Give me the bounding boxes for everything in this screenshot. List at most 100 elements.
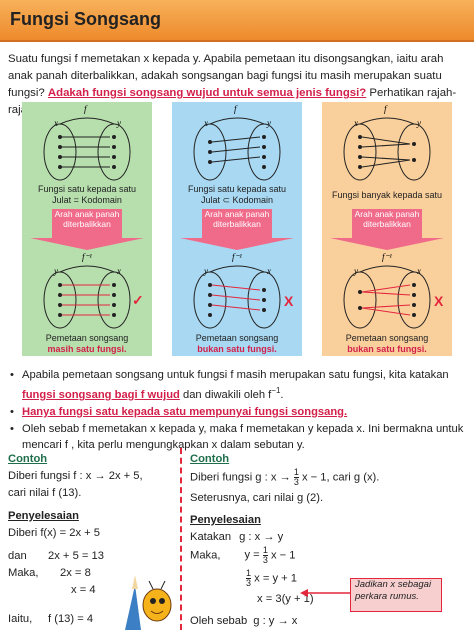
intro-text-1: Suatu fungsi f memetakan x kepada y. Apa… — [8, 53, 444, 99]
left-step-2: 2x + 5 = 13 — [48, 550, 104, 562]
svg-text:x: x — [266, 266, 271, 276]
right-question-2: Seterusnya, cari nilai g (2). — [190, 492, 324, 504]
cross-icon: X — [284, 293, 294, 309]
right-q1-end: x − 1, cari g (x). — [301, 471, 380, 484]
right-step-2-rest: x − 1 — [270, 549, 296, 562]
panel-2-label-1: Fungsi satu kepada satu — [187, 184, 287, 194]
right-step-1-label: Katakan — [190, 531, 232, 543]
intro-highlight: Adakah fungsi songsang wujud untuk semua… — [47, 87, 367, 99]
bullet-2-text: Hanya fungsi satu kepada satu mempunyai … — [22, 406, 348, 418]
svg-text:y: y — [53, 266, 58, 276]
note-pointer-arrow-icon — [300, 589, 350, 597]
panel-3-bottom-2: bukan satu fungsi. — [347, 344, 427, 354]
column-divider — [180, 448, 182, 630]
left-example-heading: Contoh — [8, 453, 48, 465]
bullet-list: Apabila pemetaan songsang untuk fungsi f… — [8, 367, 468, 454]
panel-2-bottom-2: bukan satu fungsi. — [197, 344, 277, 354]
svg-text:y: y — [353, 266, 358, 276]
panel-1-bottom-1: Pemetaan songsang — [45, 333, 129, 343]
bullet-2: Hanya fungsi satu kepada satu mempunyai … — [8, 404, 468, 420]
panel-1-label-2: Julat = Kodomain — [52, 195, 122, 205]
bee-mascot-illustration — [125, 575, 172, 630]
left-question-1: Diberi fungsi f : x → 2x + 5, — [8, 470, 143, 482]
panel-3-label-1: Fungsi banyak kepada satu — [331, 190, 443, 200]
panel-1-arrow-tip — [30, 238, 144, 250]
mapping-diagram-1: x f y y f⁻¹ x — [43, 104, 131, 329]
frac-den: 3 — [293, 477, 299, 487]
note-box: Jadikan x sebagai perkara rumus. — [350, 578, 442, 612]
svg-text:x: x — [353, 118, 358, 128]
left-step-1: Diberi f(x) = 2x + 5 — [8, 527, 101, 539]
left-step-5-label: Iaitu, — [8, 613, 33, 625]
frac-num-2: 1 — [262, 545, 268, 555]
svg-text:f⁻¹: f⁻¹ — [382, 252, 392, 262]
bullet-3: Oleh sebab f memetakan x kepada y, maka … — [8, 421, 468, 453]
right-q1-text: Diberi fungsi g : x → — [190, 471, 291, 484]
panel-1-arrow-text: Arah anak panah diterbalikkan — [52, 209, 122, 238]
left-step-2-label: dan — [8, 550, 27, 562]
svg-text:y: y — [416, 118, 421, 128]
frac-den-3: 3 — [246, 578, 252, 588]
svg-text:f: f — [234, 104, 238, 114]
left-step-3-label: Maka, — [8, 567, 39, 579]
svg-text:x: x — [203, 118, 208, 128]
left-step-3: 2x = 8 — [60, 567, 91, 579]
svg-text:x: x — [116, 266, 121, 276]
right-step-2-label: Maka, — [190, 549, 221, 562]
right-step-4: x = 3(y + 1) — [257, 593, 314, 605]
checkmark-icon: ✓ — [132, 292, 144, 308]
cross-icon: X — [434, 293, 444, 309]
panel-1-label-1: Fungsi satu kepada satu — [37, 184, 137, 194]
diagram-panel-many-to-one: x f y y f⁻¹ x Fungsi banyak kepada satu … — [322, 102, 452, 356]
right-step-3: x = y + 1 — [254, 572, 298, 585]
header-bar: Fungsi Songsang — [0, 0, 474, 42]
panel-3-bottom-1: Pemetaan songsang — [345, 333, 429, 343]
svg-text:y: y — [203, 266, 208, 276]
bullet-3-text: Oleh sebab f memetakan x kepada y, maka … — [22, 423, 464, 451]
svg-text:f: f — [384, 104, 388, 114]
frac-num-3: 1 — [246, 568, 252, 578]
page-title: Fungsi Songsang — [10, 9, 161, 29]
right-step-5-label: Oleh sebab — [190, 615, 248, 627]
svg-text:y: y — [116, 118, 121, 128]
mapping-diagram-3: x f y y f⁻¹ x — [343, 104, 431, 329]
svg-text:x: x — [53, 118, 58, 128]
right-step-2-y: y = — [244, 549, 260, 562]
bullet-1: Apabila pemetaan songsang untuk fungsi f… — [8, 367, 468, 403]
left-step-5: f (13) = 4 — [48, 613, 94, 625]
right-step-5: g : y → x — [253, 615, 298, 627]
left-question-2: cari nilai f (13). — [8, 487, 82, 499]
panel-3-arrow-tip — [330, 238, 444, 250]
left-example: Contoh Diberi fungsi f : x → 2x + 5, car… — [8, 451, 176, 628]
left-solution-heading: Penyelesaian — [8, 510, 79, 522]
right-example-heading: Contoh — [190, 453, 230, 465]
diagram-panel-one-to-one-into: x f y y f⁻¹ x Fungsi satu kepada satu Ju… — [172, 102, 302, 356]
svg-text:f⁻¹: f⁻¹ — [232, 252, 242, 262]
bullet-1-text: Apabila pemetaan songsang untuk fungsi f… — [22, 369, 449, 381]
intro-paragraph: Suatu fungsi f memetakan x kepada y. Apa… — [8, 51, 466, 119]
svg-text:f: f — [84, 104, 88, 114]
frac-den-2: 3 — [262, 555, 268, 565]
frac-num: 1 — [293, 467, 299, 477]
svg-text:y: y — [266, 118, 271, 128]
svg-text:x: x — [416, 266, 421, 276]
diagram-panel-one-to-one-onto: x f y y f⁻¹ x Fungsi satu kepada satu Ju… — [22, 102, 152, 356]
bullet-1-highlight: fungsi songsang bagi f wujud — [22, 389, 180, 401]
right-step-1: g : x → y — [239, 531, 284, 543]
panel-3-arrow-text: Arah anak panah diterbalikkan — [352, 209, 422, 238]
panel-1-bottom-2: masih satu fungsi. — [47, 344, 127, 354]
panel-2-bottom-1: Pemetaan songsang — [195, 333, 279, 343]
bullet-1-end: dan diwakili oleh f — [179, 389, 272, 401]
right-solution-heading: Penyelesaian — [190, 514, 261, 526]
left-step-4: x = 4 — [71, 584, 96, 596]
svg-text:f⁻¹: f⁻¹ — [82, 252, 92, 262]
panel-2-arrow-text: Arah anak panah diterbalikkan — [202, 209, 272, 238]
mapping-diagram-2: x f y y f⁻¹ x — [193, 104, 281, 329]
panel-2-label-2: Julat ⊂ Kodomain — [200, 195, 274, 205]
inverse-sup: −1 — [271, 386, 281, 395]
panel-2-arrow-tip — [180, 238, 294, 250]
